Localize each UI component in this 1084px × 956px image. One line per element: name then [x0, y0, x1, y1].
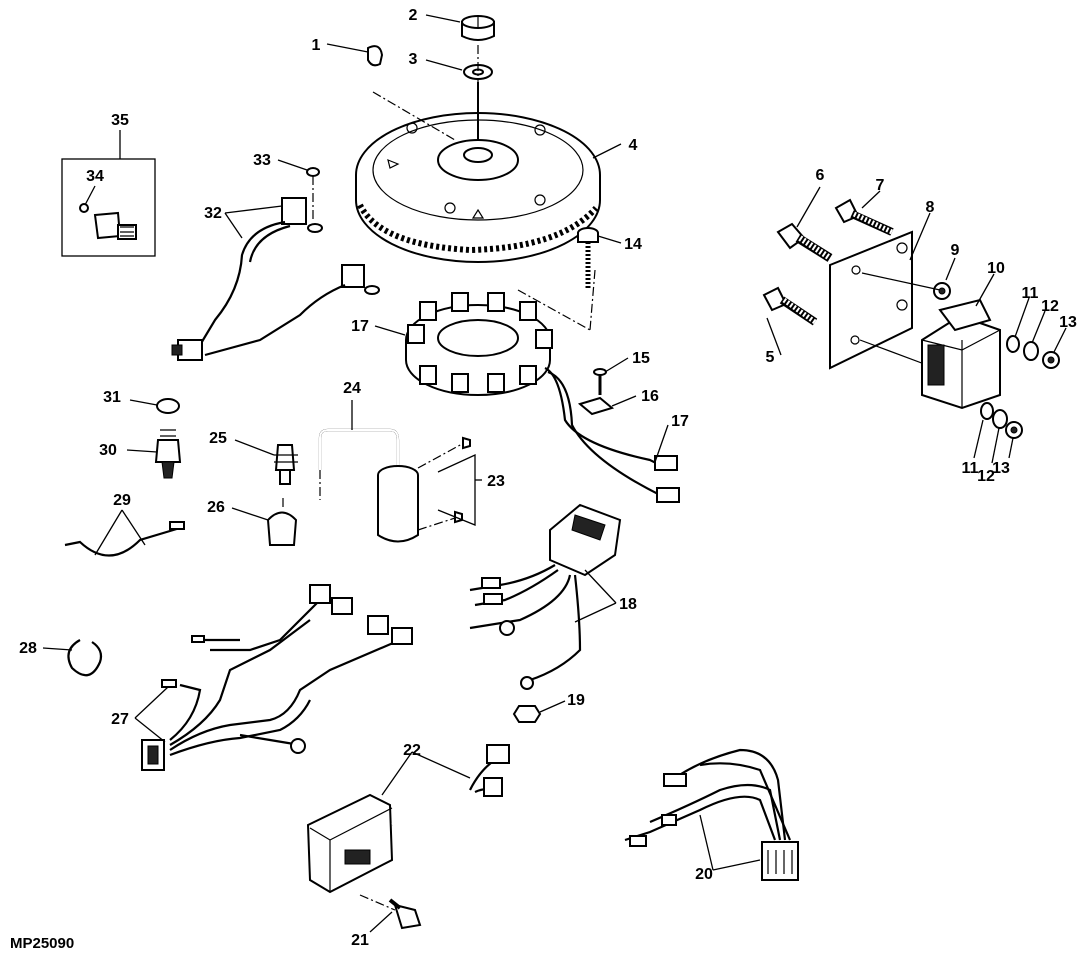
- callout-34: 34: [86, 168, 104, 185]
- bolt: [834, 198, 894, 236]
- bolt: [388, 898, 422, 930]
- screw: [577, 227, 599, 288]
- callout-25: 25: [209, 430, 227, 447]
- callout-33: 33: [253, 152, 271, 169]
- callout-23: 23: [487, 473, 505, 490]
- callout-27: 27: [111, 711, 129, 728]
- wiring-harness: [141, 584, 413, 771]
- callout-22: 22: [403, 742, 421, 759]
- callout-3: 3: [409, 51, 418, 68]
- callout-20: 20: [695, 866, 713, 883]
- figure-code: MP25090: [10, 935, 74, 952]
- plug-cap: [266, 498, 298, 546]
- callout-17: 17: [351, 318, 369, 335]
- callout-21: 21: [351, 932, 369, 949]
- callout-31: 31: [103, 389, 121, 406]
- ignition-module: [469, 503, 622, 723]
- wire-clip: [577, 368, 615, 416]
- callout-labels: 1 2 3 4 5 6 7 8 9 10 11 12 13 14 15 16 1…: [10, 7, 1077, 952]
- callout-12-lower: 12: [977, 468, 995, 485]
- callout-16: 16: [641, 388, 659, 405]
- callout-5: 5: [766, 349, 775, 366]
- cdi-unit: [306, 744, 510, 911]
- flywheel-nut: [461, 15, 495, 41]
- callout-30: 30: [99, 442, 117, 459]
- washer: [980, 335, 1060, 439]
- flywheel: [355, 112, 601, 263]
- callout-7: 7: [876, 177, 885, 194]
- callout-12: 12: [1041, 298, 1059, 315]
- spark-plug: [274, 444, 298, 485]
- callout-24: 24: [343, 380, 361, 397]
- callout-1: 1: [312, 37, 321, 54]
- callout-14: 14: [624, 236, 642, 253]
- wiring-harness: [624, 748, 799, 881]
- callout-17-lead: 17: [671, 413, 689, 430]
- leader-lines: [42, 14, 1067, 933]
- callout-19: 19: [567, 692, 585, 709]
- flywheel-key: [367, 45, 384, 67]
- hose-clamp: [67, 639, 103, 677]
- callout-11-lower: 11: [962, 460, 979, 477]
- sensor-switch: [79, 203, 137, 240]
- callout-18: 18: [619, 596, 637, 613]
- callout-15: 15: [632, 350, 650, 367]
- callout-32: 32: [204, 205, 222, 222]
- lead-wire: [64, 521, 185, 557]
- rectifier: [921, 298, 1001, 410]
- bolt: [762, 286, 818, 326]
- ignition-sensor: [171, 167, 380, 361]
- stator: [405, 292, 680, 503]
- callout-13: 13: [1059, 314, 1077, 331]
- bolt: [776, 222, 833, 262]
- callout-26: 26: [207, 499, 225, 516]
- spark-plug: [154, 398, 182, 479]
- callout-4: 4: [629, 137, 638, 154]
- callout-11: 11: [1022, 285, 1039, 302]
- part-box: [61, 158, 156, 257]
- callout-6: 6: [816, 167, 825, 184]
- callout-35: 35: [111, 112, 129, 129]
- mounting-bracket: [829, 230, 913, 370]
- callout-2: 2: [409, 7, 418, 24]
- callout-28: 28: [19, 640, 37, 657]
- callout-8: 8: [926, 199, 935, 216]
- callout-29: 29: [113, 492, 131, 509]
- ignition-coil: [318, 428, 471, 543]
- nut: [933, 282, 951, 300]
- callout-10: 10: [987, 260, 1005, 277]
- callout-9: 9: [951, 242, 960, 259]
- callout-13-lower: 13: [992, 460, 1010, 477]
